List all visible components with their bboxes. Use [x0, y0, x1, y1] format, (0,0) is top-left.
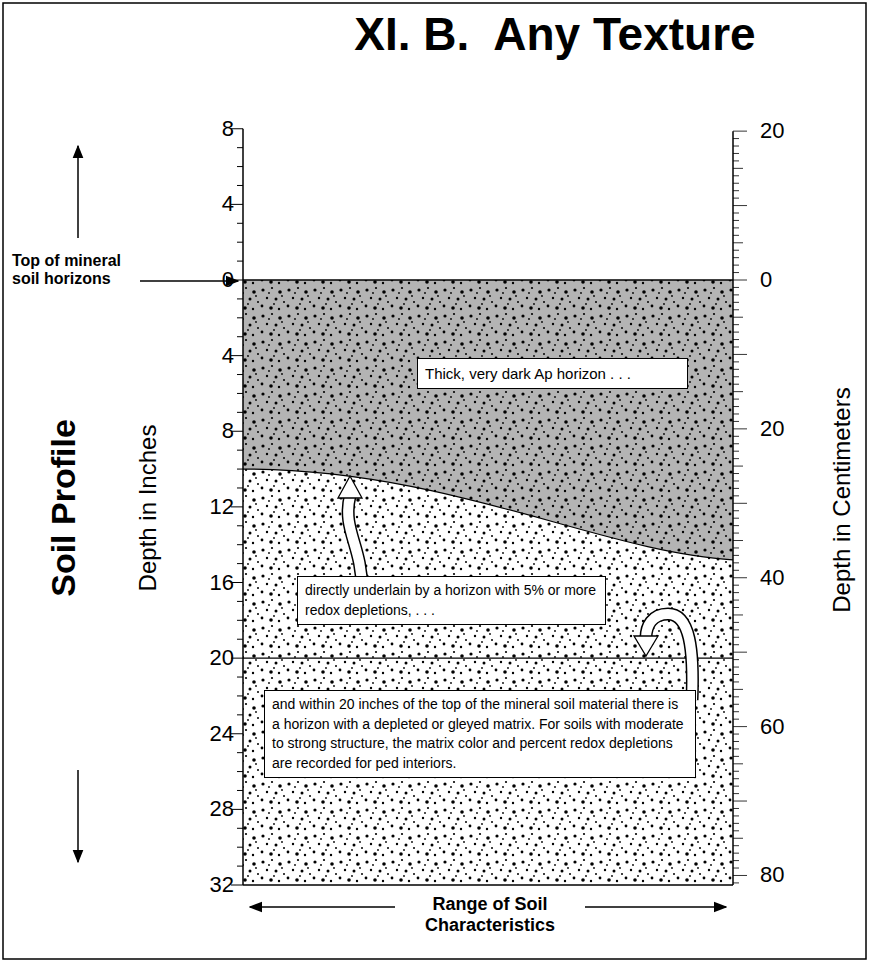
- profile-arrow-up: [77, 146, 79, 238]
- callout-text: directly underlain by a horizon with 5% …: [305, 581, 598, 620]
- callout-box: Thick, very dark Ap horizon . . .: [417, 358, 688, 389]
- callout-box: directly underlain by a horizon with 5% …: [297, 576, 606, 625]
- profile-label: Soil Profile: [44, 419, 83, 597]
- tick-number: 24: [210, 721, 234, 746]
- tick-number: 80: [760, 863, 784, 888]
- horizon-boundary: [243, 469, 733, 560]
- ap-horizon: [243, 280, 733, 560]
- tick-number: 20: [760, 118, 784, 143]
- callout-arrow-twenty-inch: [634, 614, 692, 700]
- profile-bottom-line: [243, 884, 733, 886]
- profile-arrow-down: [77, 770, 79, 862]
- axis-note: Range of Soil Characteristics: [415, 894, 565, 935]
- tick-number: 20: [760, 416, 784, 441]
- tick-number: 8: [222, 116, 234, 141]
- axis-title: Depth in Inches: [134, 425, 162, 592]
- tick-number: 4: [222, 192, 234, 217]
- axis-note: Top of mineral soil horizons: [12, 252, 147, 289]
- tick-number: 12: [210, 494, 234, 519]
- tick-number: 28: [210, 797, 234, 822]
- tick-number: 40: [760, 565, 784, 590]
- callout-box: and within 20 inches of the top of the m…: [264, 690, 696, 778]
- cm-ticks: [733, 131, 747, 883]
- callout-arrow-boundary: [338, 476, 362, 590]
- range-arrow-left: [250, 906, 395, 908]
- tick-number: 16: [210, 570, 234, 595]
- twenty-inch-line: [243, 658, 733, 659]
- callout-text: and within 20 inches of the top of the m…: [272, 695, 688, 773]
- axis-title: Depth in Centimeters: [828, 387, 856, 612]
- tick-number: 8: [222, 419, 234, 444]
- range-arrow-right: [585, 906, 726, 908]
- cm-axis: [732, 131, 734, 885]
- diagram-title: XI. B. Any Texture: [354, 8, 755, 61]
- tick-number: 4: [222, 343, 234, 368]
- outer-frame: [3, 3, 866, 959]
- mineral-surface-line: [243, 279, 733, 281]
- callout-text: Thick, very dark Ap horizon . . .: [425, 363, 680, 384]
- tick-number: 0: [760, 267, 772, 292]
- tick-number: 32: [210, 872, 234, 897]
- tick-number: 0: [222, 267, 234, 292]
- tick-number: 60: [760, 714, 784, 739]
- tick-number: 20: [210, 645, 234, 670]
- lower-horizon: [243, 280, 733, 885]
